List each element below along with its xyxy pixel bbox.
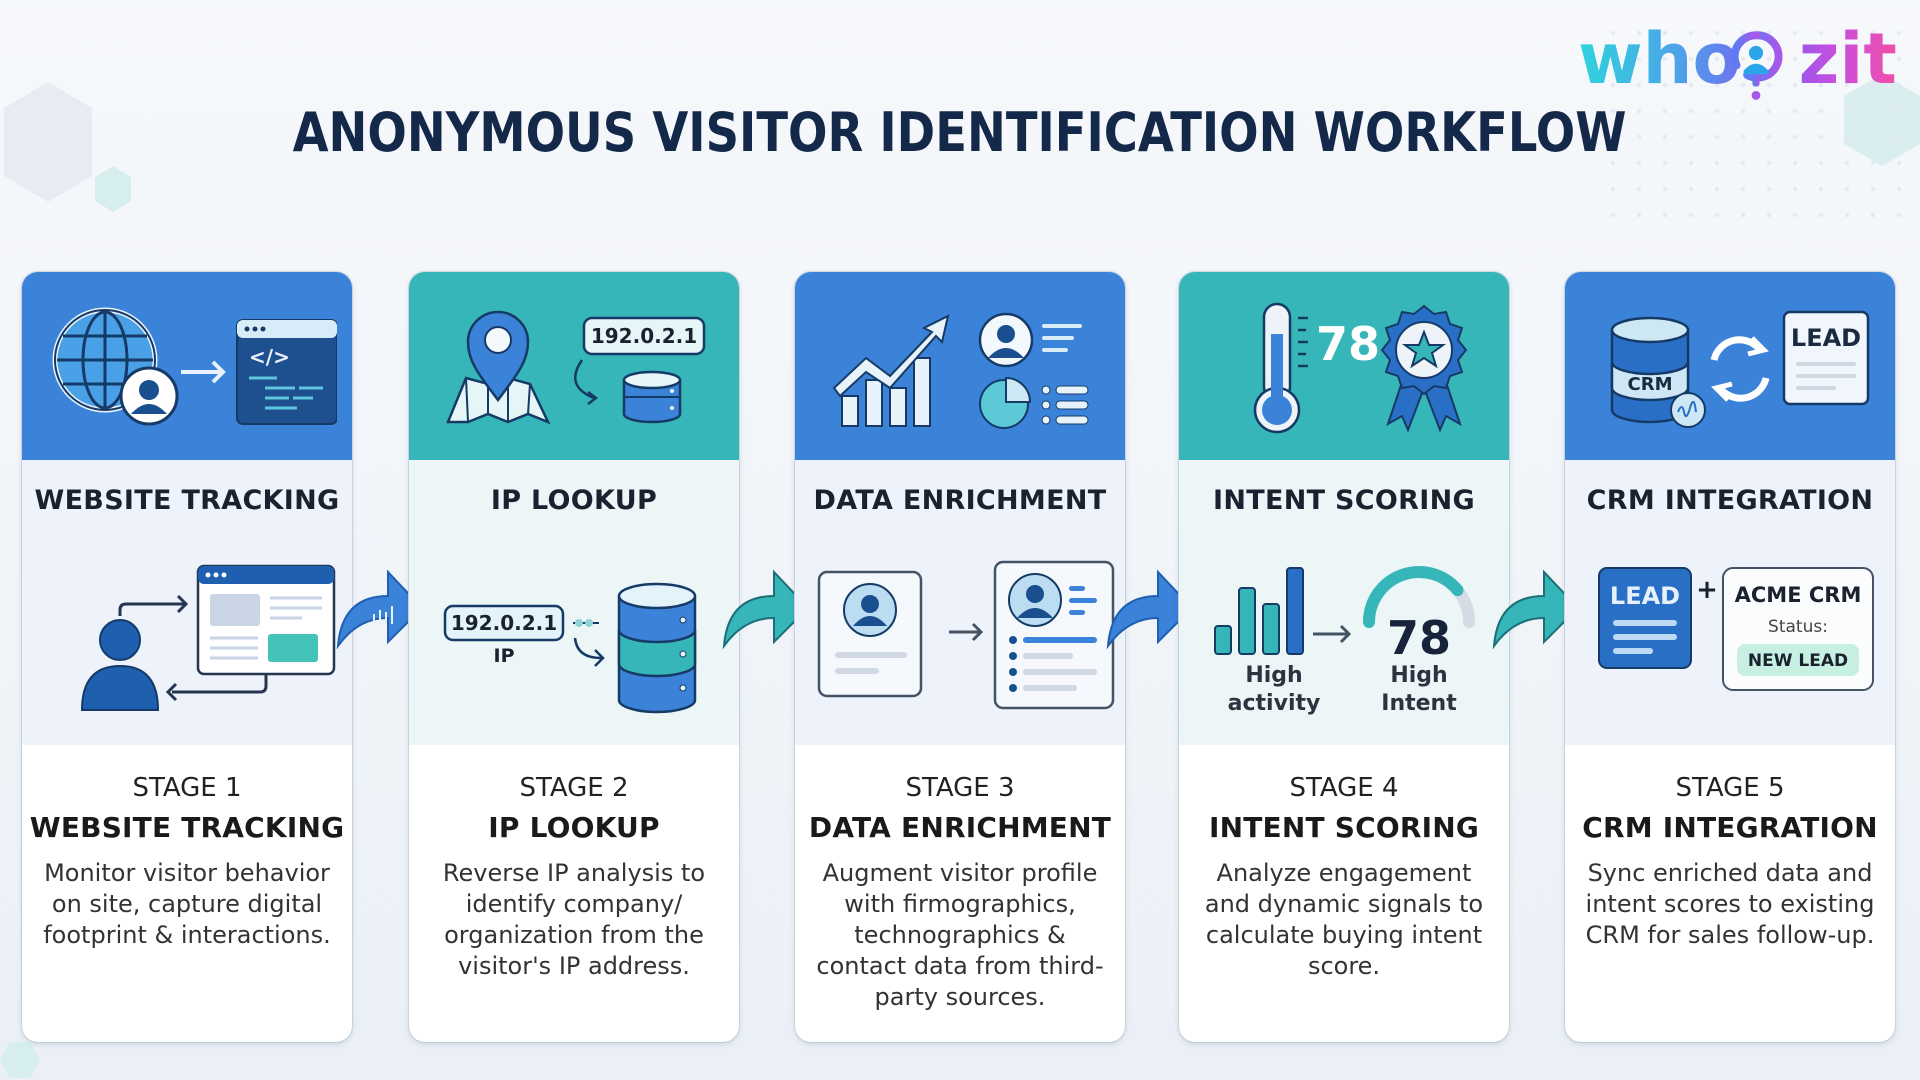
globe-user-icon [52, 307, 179, 426]
svg-text:192.0.2.1: 192.0.2.1 [451, 611, 557, 635]
stage-number: STAGE 5 [1675, 773, 1785, 803]
stage-number: STAGE 4 [1289, 773, 1399, 803]
database-icon [622, 370, 682, 424]
award-ribbon-icon [1380, 304, 1468, 433]
header-score: 78 [1316, 317, 1380, 371]
stage-card-intent-scoring: 78 INTENT SCORING 78 [1179, 272, 1509, 1042]
card-illustration: 192.0.2.1 IP [409, 540, 739, 745]
card-illustration [795, 540, 1125, 745]
card-band-label: CRM INTEGRATION [1565, 460, 1895, 540]
stage-card-website-tracking: </> WEBSITE TRACKING [22, 272, 352, 1042]
plus-sign: + [1696, 575, 1718, 605]
stage-description: Sync enriched data and intent scores to … [1585, 859, 1875, 949]
lead-document-icon: LEAD [1782, 310, 1870, 406]
stage-description: Augment visitor profile with firmographi… [816, 859, 1104, 1011]
enriched-profile-card-icon [993, 560, 1115, 710]
svg-text:LEAD: LEAD [1610, 582, 1680, 610]
decorative-hexagon-small [95, 166, 131, 212]
stage-title: CRM INTEGRATION [1582, 811, 1878, 844]
svg-text:ACME CRM: ACME CRM [1735, 583, 1862, 607]
stage-card-crm-integration: CRM LEAD CRM INTEGRATION [1565, 272, 1895, 1042]
decorative-hexagon [4, 82, 92, 202]
logo-person-question-icon [1730, 31, 1783, 100]
card-header: CRM LEAD [1565, 272, 1895, 460]
flow-arrow-4-icon [1492, 569, 1580, 650]
stage-description: Reverse IP analysis to identify company/… [442, 859, 706, 980]
decorative-hexagon-bottom [0, 1042, 40, 1078]
svg-text:CRM: CRM [1628, 374, 1673, 395]
stage-number: STAGE 2 [519, 773, 629, 803]
stage-number: STAGE 3 [905, 773, 1015, 803]
card-header: 192.0.2.1 [409, 272, 739, 460]
card-illustration: LEAD + ACME CRM Status: NEW LEAD [1565, 540, 1895, 745]
card-illustration [22, 540, 352, 745]
profile-icon [978, 312, 1082, 368]
svg-text:</>: </> [249, 345, 290, 369]
stage-title: WEBSITE TRACKING [29, 811, 345, 844]
ip-tag-icon: 192.0.2.1 IP [443, 604, 565, 667]
flow-arrow-2-icon [722, 569, 810, 650]
stage-card-data-enrichment: DATA ENRICHMENT [795, 272, 1125, 1042]
stage-title: INTENT SCORING [1208, 811, 1480, 844]
pie-chart-icon [979, 376, 1032, 429]
growth-chart-icon [832, 314, 950, 427]
crm-database-icon: CRM [1610, 316, 1706, 428]
crm-status-card-icon: ACME CRM Status: NEW LEAD [1722, 567, 1874, 691]
flow-arrow-1-icon [336, 569, 424, 650]
svg-text:LEAD: LEAD [1791, 324, 1861, 352]
user-icon [80, 619, 160, 711]
thermometer-icon [1253, 302, 1308, 434]
svg-text:IP: IP [494, 645, 515, 667]
card-header [795, 272, 1125, 460]
stage-description: Analyze engagement and dynamic signals t… [1204, 859, 1484, 980]
sync-icon [1710, 336, 1770, 402]
stage-description: Monitor visitor behavior on site, captur… [43, 859, 331, 949]
status-badge: NEW LEAD [1748, 651, 1848, 671]
arrow-right-icon [181, 360, 226, 384]
ip-address-tag: 192.0.2.1 [582, 316, 706, 356]
stage-number: STAGE 1 [132, 773, 242, 803]
stage-title: DATA ENRICHMENT [808, 811, 1112, 844]
page-title: ANONYMOUS VISITOR IDENTIFICATION WORKFLO… [293, 101, 1627, 164]
card-band-label: INTENT SCORING [1179, 460, 1509, 540]
intent-score: 78 [1387, 611, 1451, 665]
bar-chart-icon [1214, 567, 1304, 655]
card-band-label: IP LOOKUP [409, 460, 739, 540]
gauge-icon: 78 [1363, 566, 1475, 665]
flow-arrow-3-icon [1106, 569, 1194, 650]
list-icon [1041, 385, 1089, 425]
code-window-icon: </> [236, 319, 337, 425]
stage-card-ip-lookup: 192.0.2.1 IP LOOKUP 192.0.2.1 IP [409, 272, 739, 1042]
svg-text:Status:: Status: [1768, 617, 1828, 637]
stage-title: IP LOOKUP [488, 811, 660, 844]
card-band-label: WEBSITE TRACKING [22, 460, 352, 540]
map-pin-icon [446, 310, 551, 425]
card-band-label: DATA ENRICHMENT [795, 460, 1125, 540]
card-header: 78 [1179, 272, 1509, 460]
card-header: </> [22, 272, 352, 460]
basic-profile-card-icon [817, 570, 923, 698]
database-icon [617, 582, 697, 714]
svg-text:192.0.2.1: 192.0.2.1 [591, 324, 697, 348]
lead-card-icon: LEAD [1598, 567, 1692, 669]
page-title-container: ANONYMOUS VISITOR IDENTIFICATION WORKFLO… [210, 100, 1710, 166]
browser-window-icon [196, 564, 336, 676]
